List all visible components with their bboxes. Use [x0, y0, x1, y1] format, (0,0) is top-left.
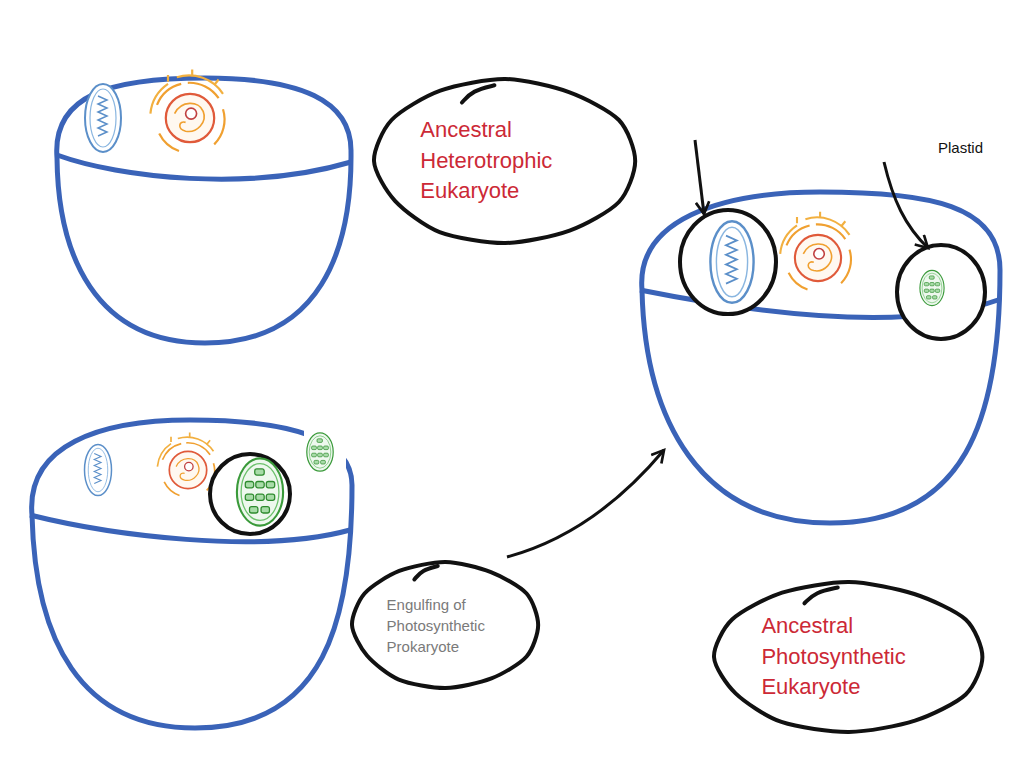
bubble-outline: [352, 562, 538, 688]
plastid: [920, 270, 944, 305]
node-text: Engulfing of Photosynthetic Prokaryote: [387, 594, 505, 657]
highlight-circle: [897, 245, 985, 339]
pointer-arrow: [695, 140, 704, 214]
bubble-hook: [804, 587, 837, 603]
cell-outline: [32, 420, 352, 728]
highlight-circle: [680, 210, 776, 314]
cell-rim: [57, 155, 351, 179]
mitochondrion: [85, 84, 121, 152]
mitochondrion: [85, 445, 112, 496]
photosynthetic-prokaryote: [307, 433, 333, 471]
organelle-label: Plastid: [938, 139, 983, 156]
chloroplast: [237, 458, 283, 525]
pointer-arrow: [884, 162, 928, 248]
node-text: Ancestral Heterotrophic Eukaryote: [420, 115, 590, 207]
mitochondrion: [710, 221, 753, 303]
nucleus: [150, 70, 224, 151]
node-text: Ancestral Photosynthetic Eukaryote: [761, 611, 936, 703]
bubble-content: Ancestral Heterotrophic Eukaryote: [370, 75, 641, 247]
nucleus: [157, 433, 214, 496]
bubble-outline: [374, 79, 635, 243]
label-bubble: Engulfing of Photosynthetic Prokaryote: [348, 558, 543, 692]
white-patch: [304, 426, 346, 480]
label-bubble: Ancestral Heterotrophic Eukaryote: [370, 75, 641, 247]
bubble-content: Ancestral Photosynthetic Eukaryote: [710, 578, 988, 736]
cell-rim: [30, 515, 350, 542]
bubble-hook: [414, 566, 437, 579]
bubble-outline: [714, 582, 982, 732]
label-bubble: Ancestral Photosynthetic Eukaryote: [710, 578, 988, 736]
engulfing-membrane: [210, 454, 290, 534]
nucleus: [780, 212, 851, 290]
bubble-hook: [462, 85, 494, 102]
process-arrow: [507, 450, 664, 557]
bubble-content: Engulfing of Photosynthetic Prokaryote: [348, 558, 543, 692]
cell-outline: [642, 192, 1000, 523]
